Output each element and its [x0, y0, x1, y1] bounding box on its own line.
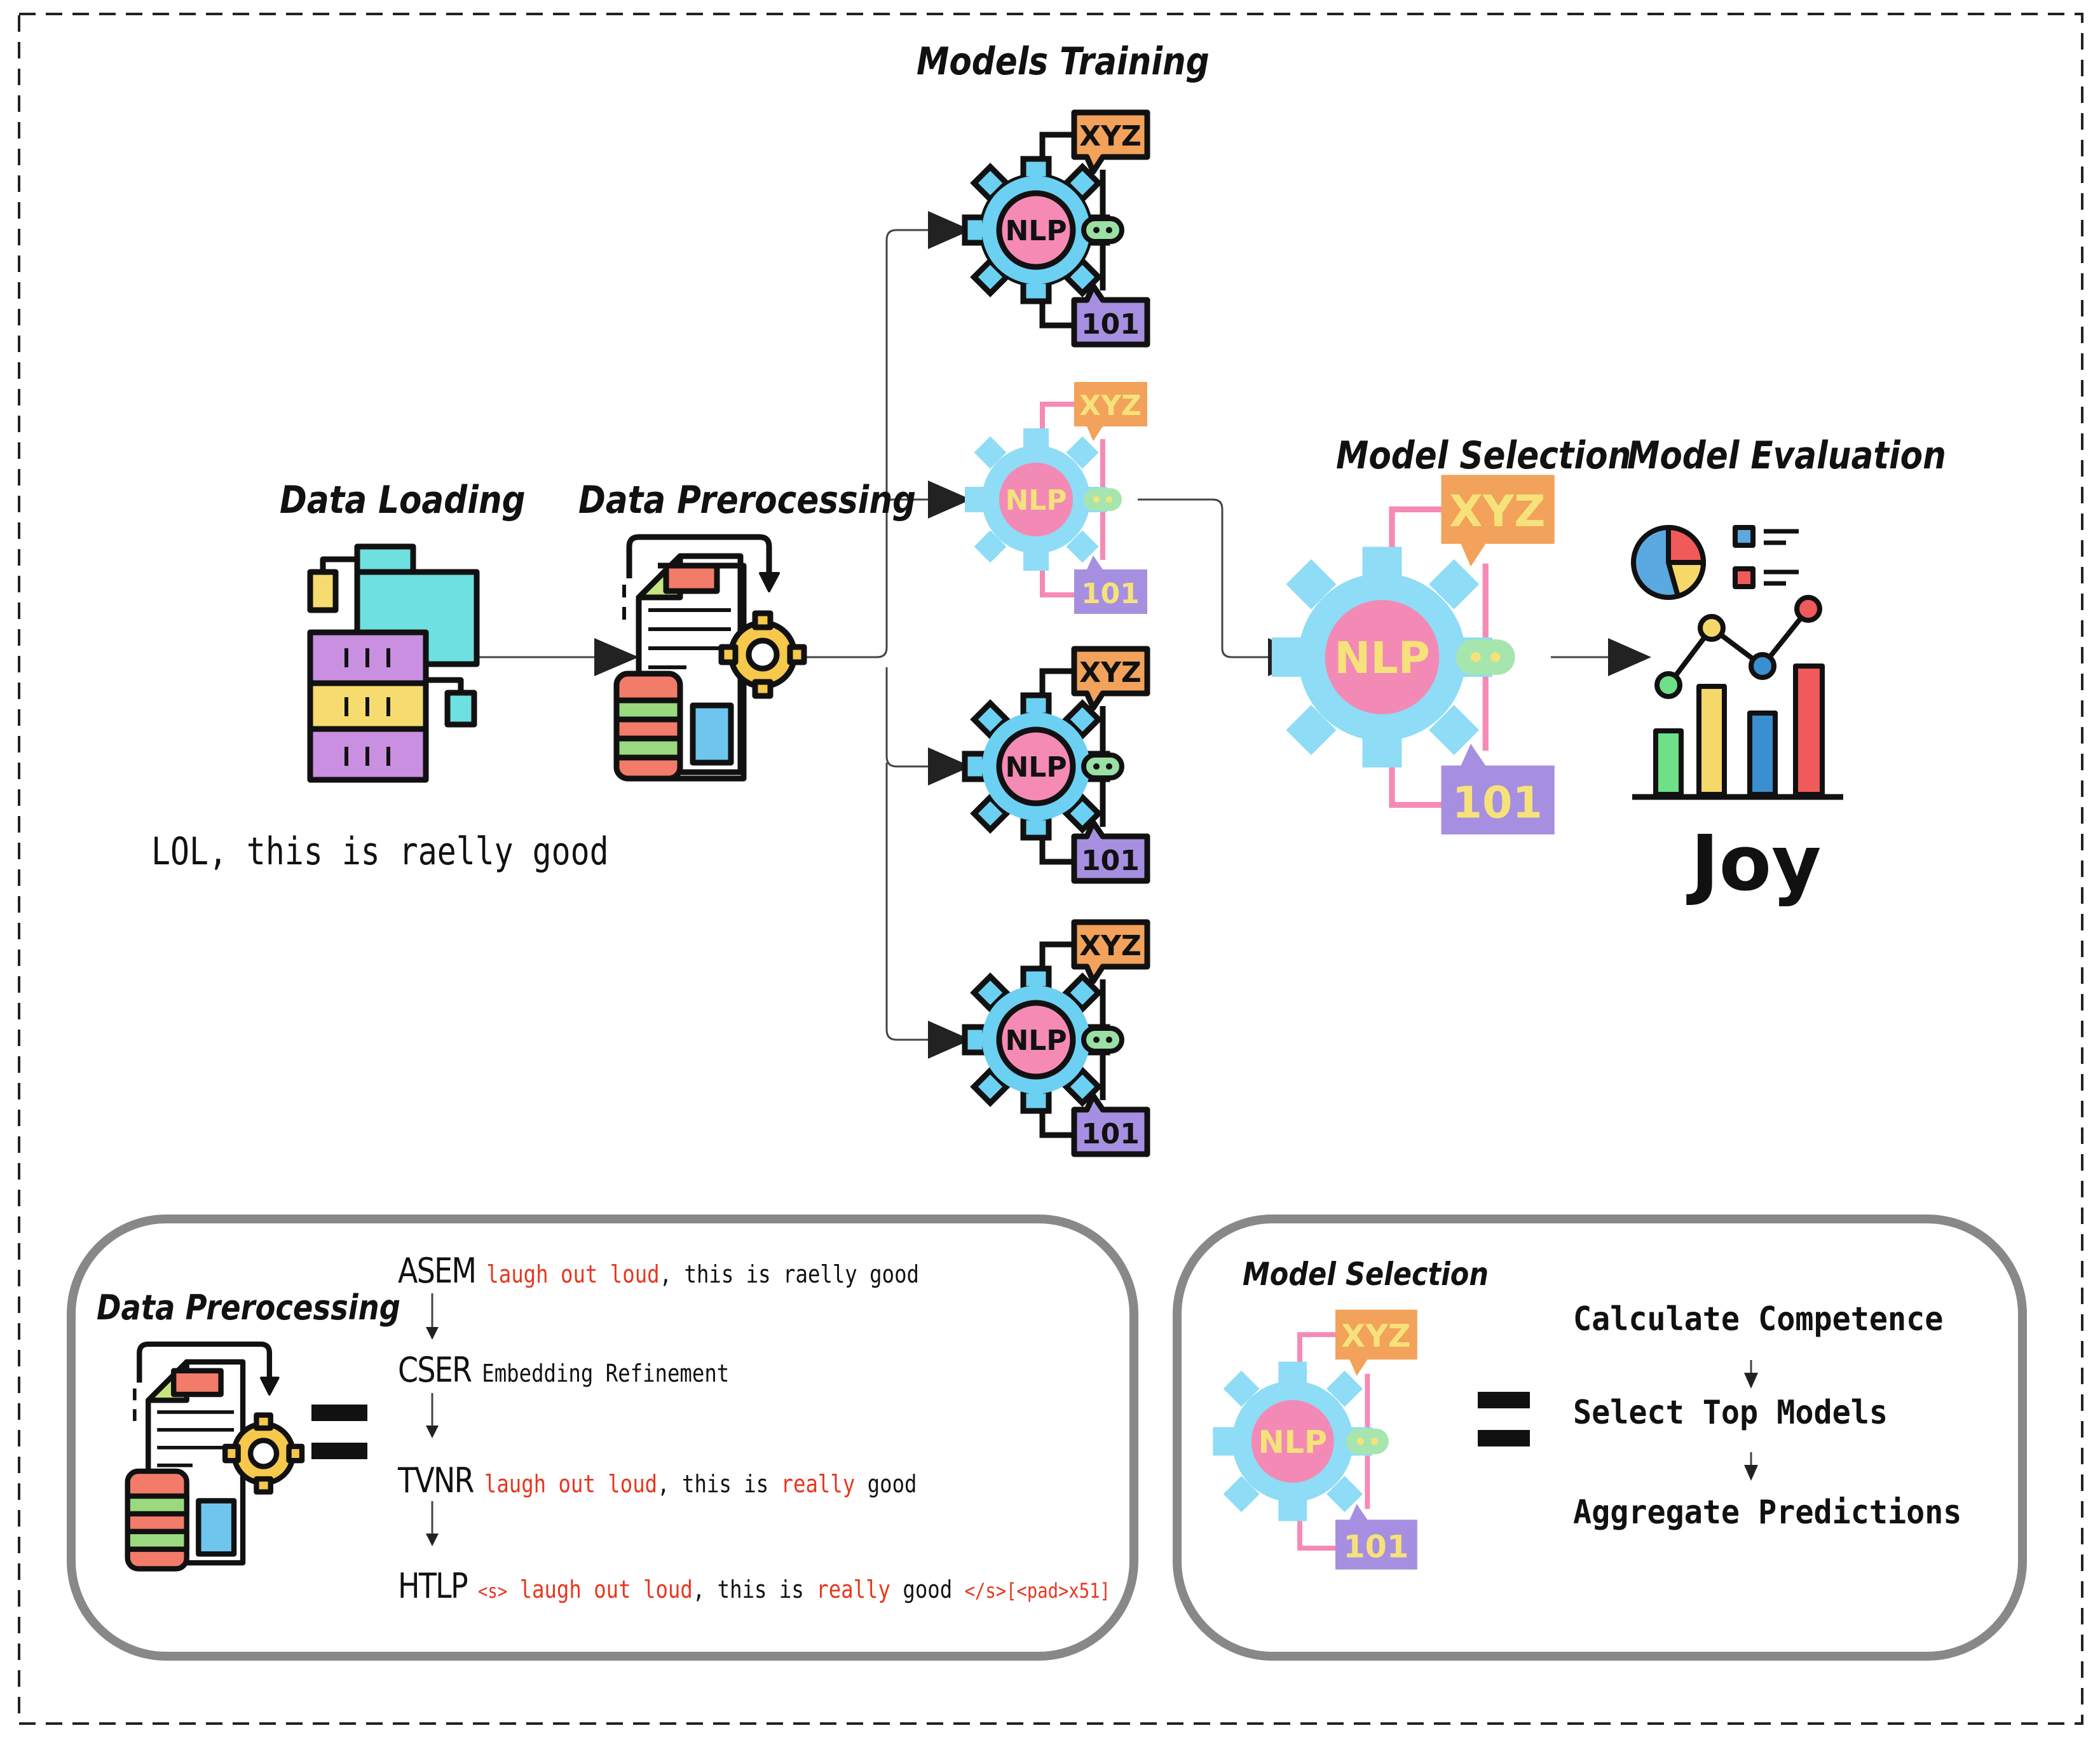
- document-gear-icon: [613, 534, 807, 782]
- equals-sign: [311, 1405, 367, 1459]
- arrowhead: [1608, 638, 1651, 676]
- bubble-label: 101: [1081, 845, 1140, 877]
- gear-label: NLP: [1005, 215, 1067, 247]
- equals-sign: [1478, 1392, 1530, 1446]
- nlp-gear-icon: NLP XYZ 101: [962, 109, 1150, 348]
- step-aggregate-predictions: Aggregate Predictions: [1573, 1494, 1962, 1532]
- outer-frame: [18, 13, 2083, 1725]
- model-selection-label: Model Selection: [1336, 433, 1632, 478]
- bubble-label: 101: [1343, 1528, 1408, 1565]
- gear-label: NLP: [1334, 634, 1430, 684]
- input-text: LOL, this is raelly good: [151, 829, 609, 874]
- bubble-label: XYZ: [1079, 390, 1142, 422]
- gear-label: NLP: [1005, 1024, 1067, 1057]
- bubble-label: 101: [1081, 1118, 1140, 1150]
- preprocessing-detail-panel: [67, 1215, 1138, 1661]
- step-calculate-competence: Calculate Competence: [1573, 1300, 1944, 1338]
- bubble-label: XYZ: [1079, 657, 1142, 689]
- flow-arrows: [1744, 1360, 1758, 1481]
- nlp-gear-icon-selected: NLP XYZ 101: [965, 382, 1147, 614]
- arrowhead: [928, 480, 971, 519]
- preprocessing-detail-title: Data Prerocessing: [97, 1288, 400, 1328]
- models-training-label: Models Training: [917, 39, 1210, 84]
- bubble-label: 101: [1081, 578, 1140, 610]
- bubble-label: 101: [1452, 779, 1543, 829]
- selection-detail-title: Model Selection: [1243, 1256, 1489, 1293]
- nlp-gear-icon: NLP XYZ 101: [962, 919, 1150, 1157]
- bubble-label: XYZ: [1341, 1317, 1410, 1354]
- document-gear-icon: [125, 1341, 305, 1572]
- evaluation-chart-icon: [1631, 525, 1843, 800]
- data-loading-label: Data Loading: [280, 478, 526, 522]
- model-selection-icon: NLP XYZ 101: [1213, 1309, 1417, 1570]
- arrowhead: [928, 747, 971, 786]
- gear-label: NLP: [1005, 484, 1067, 517]
- model-evaluation-label: Model Evaluation: [1627, 433, 1946, 478]
- bubble-label: 101: [1081, 308, 1140, 341]
- database-folder-icon: [307, 543, 480, 783]
- arrowhead: [928, 1021, 971, 1059]
- prediction-output: Joy: [1691, 820, 1822, 908]
- gear-label: NLP: [1005, 751, 1067, 784]
- data-preprocessing-label: Data Prerocessing: [578, 478, 917, 522]
- step-htlp: HTLP<s> laugh out loud, this is really g…: [398, 1566, 1110, 1606]
- arrowhead: [594, 638, 639, 676]
- step-select-top-models: Select Top Models: [1573, 1394, 1888, 1432]
- arrowhead: [928, 211, 971, 249]
- bubble-label: XYZ: [1079, 120, 1142, 153]
- gear-label: NLP: [1258, 1424, 1327, 1460]
- nlp-gear-icon: NLP XYZ 101: [962, 646, 1150, 884]
- flow-arrows: [426, 1293, 439, 1546]
- connectors: [477, 229, 1614, 1041]
- model-selection-icon: NLP XYZ 101: [1271, 475, 1555, 834]
- bubble-label: XYZ: [1449, 487, 1545, 537]
- bubble-label: XYZ: [1079, 930, 1142, 962]
